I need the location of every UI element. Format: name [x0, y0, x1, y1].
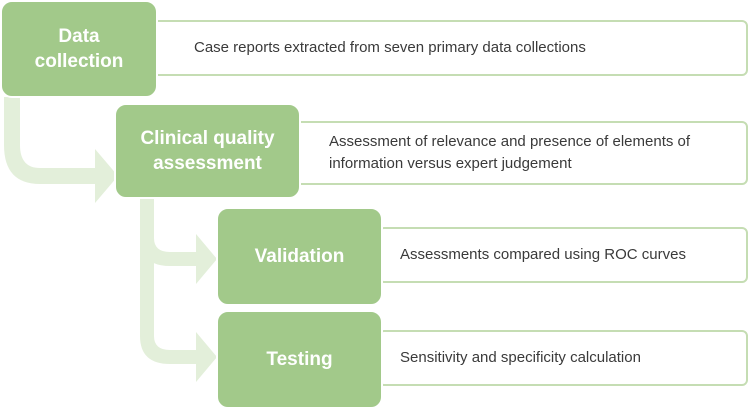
- description-testing: Sensitivity and specificity calculation: [400, 349, 641, 366]
- arrow-clinical-to-validation: [140, 196, 217, 284]
- description-box-validation: Assessments compared using ROC curves: [378, 227, 748, 283]
- step-testing: Testing: [216, 310, 383, 409]
- step-label-clinical-quality-assessment: Clinical quality assessment: [140, 128, 275, 174]
- arrow-clinical-to-testing: [140, 196, 217, 382]
- description-data-collection: Case reports extracted from seven primar…: [194, 39, 586, 56]
- step-label-testing: Testing: [266, 349, 333, 370]
- description-box-data-collection: Case reports extracted from seven primar…: [152, 20, 748, 76]
- step-label-data-collection: Data collection: [34, 26, 124, 72]
- description-validation: Assessments compared using ROC curves: [400, 246, 686, 263]
- description-clinical-quality: Assessment of relevance and presence of …: [329, 133, 691, 172]
- step-validation: Validation: [216, 207, 383, 306]
- description-box-clinical-quality: Assessment of relevance and presence of …: [295, 121, 748, 185]
- arrow-data-to-clinical: [4, 97, 118, 203]
- description-box-testing: Sensitivity and specificity calculation: [378, 330, 748, 386]
- step-clinical-quality-assessment: Clinical quality assessment: [114, 103, 301, 199]
- step-label-validation: Validation: [254, 246, 345, 267]
- step-data-collection: Data collection: [0, 0, 158, 98]
